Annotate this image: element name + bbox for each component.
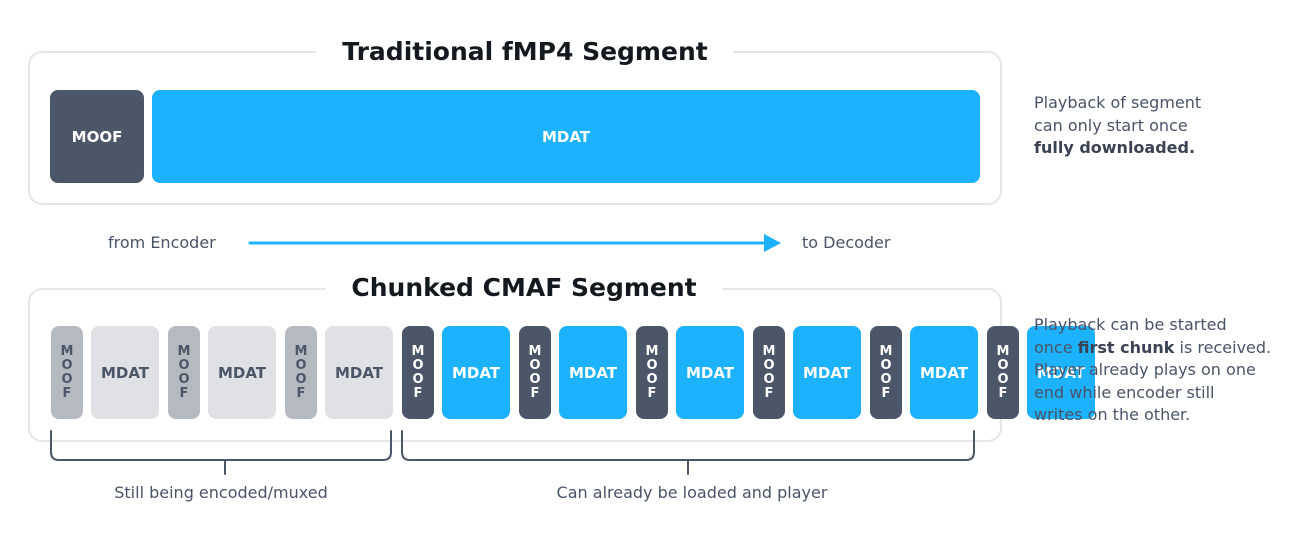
chunk-4-mdat-label: MDAT: [451, 363, 501, 382]
chunked-note-post: is received.: [1174, 337, 1272, 357]
from-encoder-label: from Encoder: [108, 233, 216, 252]
traditional-moof-label: MOOF: [71, 127, 123, 146]
encoding-brace: [50, 430, 392, 475]
chunked-note-line1: Playback can be started: [1034, 315, 1227, 334]
traditional-mdat-label: MDAT: [541, 127, 591, 146]
chunk-1-mdat-label: MDAT: [100, 363, 150, 382]
chunked-note: Playback can be started once first chunk…: [1034, 314, 1271, 427]
chunk-9-mdat-label: MDAT: [1036, 363, 1086, 382]
traditional-segment-title: Traditional fMP4 Segment: [316, 37, 734, 67]
chunk-3-mdat-box: MDAT: [325, 326, 393, 419]
flow-arrow-head: [764, 234, 781, 252]
traditional-note-line1: Playback of segment: [1034, 93, 1202, 112]
encoding-brace-label: Still being encoded/muxed: [114, 483, 328, 502]
chunk-5-mdat-box: MDAT: [559, 326, 627, 419]
chunk-1-mdat-box: MDAT: [91, 326, 159, 419]
chunked-note-bold: first chunk: [1077, 337, 1175, 357]
chunk-4-mdat-box: MDAT: [442, 326, 510, 419]
chunked-note-line3: Player already plays on one: [1034, 360, 1256, 379]
chunk-5-mdat-label: MDAT: [568, 363, 618, 382]
chunk-2-mdat-label: MDAT: [217, 363, 267, 382]
chunked-segment-title: Chunked CMAF Segment: [325, 273, 723, 303]
chunked-note-line2: once first chunk is received.: [1034, 337, 1271, 360]
traditional-note-line2: can only start once: [1034, 115, 1188, 135]
traditional-note-bold: fully downloaded.: [1034, 138, 1196, 157]
chunked-note-once: once: [1034, 337, 1078, 357]
chunked-note-line5: writes on the other.: [1034, 405, 1191, 424]
chunk-8-mdat-box: MDAT: [910, 326, 978, 419]
ready-brace: [401, 430, 975, 475]
chunk-3-mdat-label: MDAT: [334, 363, 384, 382]
to-decoder-label: to Decoder: [802, 233, 891, 252]
traditional-mdat-box: MDAT: [152, 90, 980, 183]
chunk-2-mdat-box: MDAT: [208, 326, 276, 419]
traditional-moof-box: MOOF: [50, 90, 144, 183]
ready-brace-label: Can already be loaded and player: [556, 483, 828, 502]
chunk-8-mdat-label: MDAT: [919, 363, 969, 382]
chunk-6-mdat-label: MDAT: [685, 363, 735, 382]
chunk-6-mdat-box: MDAT: [676, 326, 744, 419]
chunk-7-mdat-box: MDAT: [793, 326, 861, 419]
chunked-note-line4: end while encoder still: [1034, 382, 1215, 402]
traditional-note: Playback of segment can only start once …: [1034, 92, 1201, 160]
chunk-9-mdat-box: MDAT: [1027, 326, 1095, 419]
chunk-7-mdat-label: MDAT: [802, 363, 852, 382]
